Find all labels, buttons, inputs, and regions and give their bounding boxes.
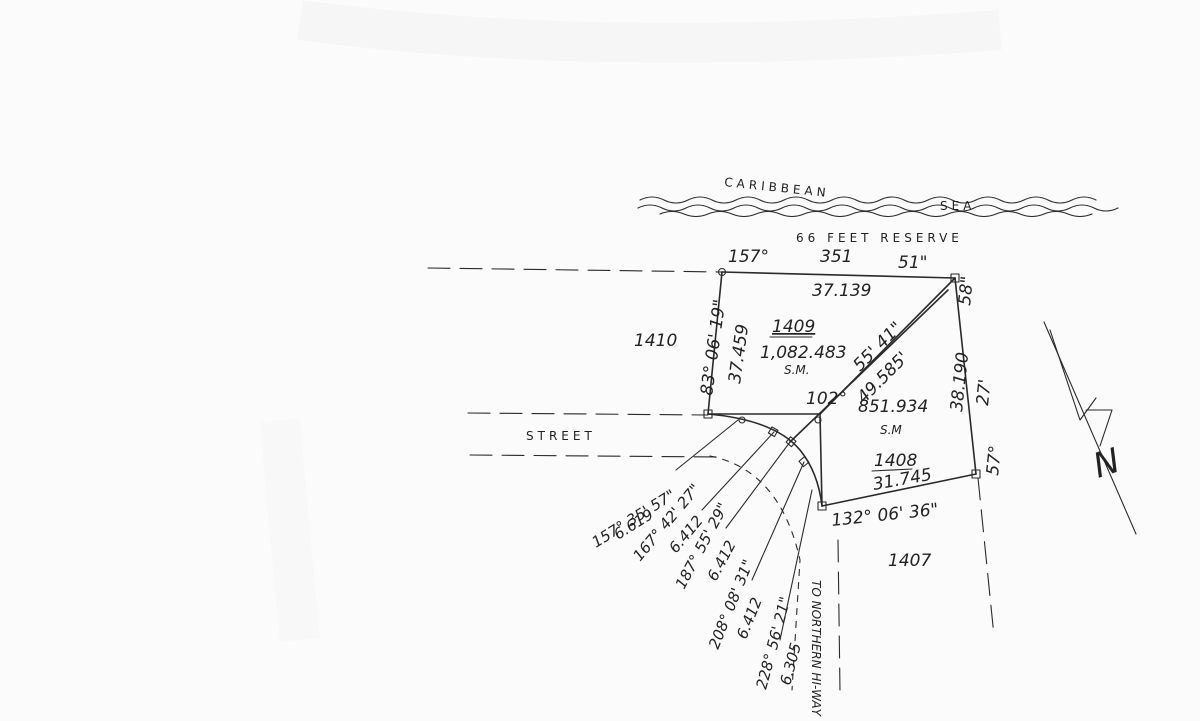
road-west-line xyxy=(709,455,801,691)
north-arrow-icon xyxy=(1043,321,1137,535)
lot-1408-unit: S.M xyxy=(880,423,902,437)
right-bearing-minutes: 27' xyxy=(973,378,996,406)
street-south-line xyxy=(469,454,721,458)
lot-1408-area: 851.934 xyxy=(858,397,928,417)
diagonal-angle: 102° xyxy=(806,389,847,409)
north-letter: N xyxy=(1088,441,1125,487)
paper-bleed-through xyxy=(260,0,1002,642)
neighbor-lot-south: 1407 xyxy=(888,551,931,571)
road-east-line xyxy=(837,539,841,693)
bottom-bearing: 132° 06' 36" xyxy=(830,500,939,531)
lot-1408-number: 1408 xyxy=(874,451,917,471)
sea-name-right: SEA xyxy=(940,199,975,213)
right-length: 38.190 xyxy=(947,351,973,412)
top-distance: 351 xyxy=(820,247,852,267)
reserve-label: 66 FEET RESERVE xyxy=(796,231,963,245)
east-extension-line xyxy=(977,477,995,637)
lot-1408-south-boundary xyxy=(821,473,977,507)
lot-1408-east-boundary xyxy=(954,277,977,475)
right-bearing-seconds: 58" xyxy=(955,275,978,306)
lot-1408-west-boundary xyxy=(819,413,823,507)
lot-1409-top-boundary xyxy=(721,271,956,279)
left-length: 37.459 xyxy=(725,323,753,385)
sea-name-left: CARIBBEAN xyxy=(724,175,831,200)
bottom-right-corner-angle: 57° xyxy=(983,444,1006,476)
street-label: STREET xyxy=(526,429,596,443)
lot-1409-area: 1,082.483 xyxy=(760,343,847,363)
curve-leader-lines xyxy=(675,419,813,641)
street-north-line xyxy=(467,412,709,416)
sea-wave-lines xyxy=(637,196,1119,218)
top-extension-line xyxy=(427,267,723,273)
lot-1409-unit: S.M. xyxy=(784,363,810,377)
road-label: TO NORTHERN HI-WAY xyxy=(809,580,823,718)
neighbor-lot-west: 1410 xyxy=(634,331,677,351)
lot-1408-underline xyxy=(871,468,913,472)
diagonal-dimension-arrow xyxy=(789,289,949,443)
lot-1409-number: 1409 xyxy=(772,317,815,337)
top-angle: 157° xyxy=(728,247,769,267)
top-length: 37.139 xyxy=(812,281,871,301)
top-seconds: 51" xyxy=(898,253,927,273)
lot-1409-west-boundary xyxy=(707,271,723,415)
